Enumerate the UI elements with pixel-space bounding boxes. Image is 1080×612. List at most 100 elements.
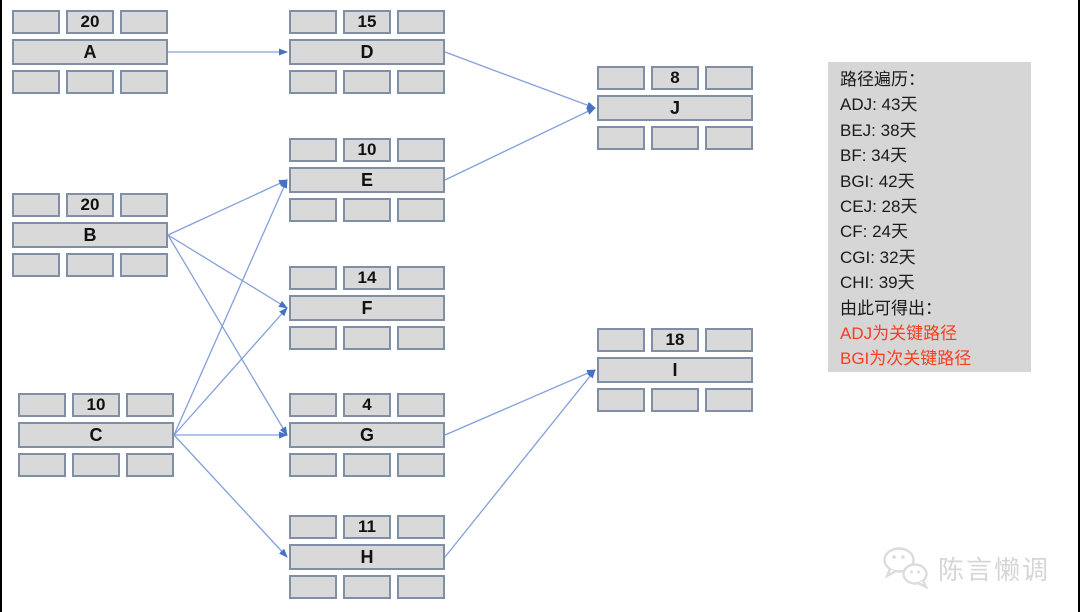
node-A-label: A bbox=[12, 39, 168, 65]
node-A-cell bbox=[12, 70, 60, 94]
node-B-cell bbox=[120, 193, 168, 217]
node-D-cell bbox=[397, 10, 445, 34]
node-B-duration: 20 bbox=[66, 193, 114, 217]
node-D-duration: 15 bbox=[343, 10, 391, 34]
node-J-cell bbox=[597, 66, 645, 90]
node-D-label: D bbox=[289, 39, 445, 65]
node-A-cell bbox=[12, 10, 60, 34]
node-D-top-row: 15 bbox=[289, 10, 445, 34]
node-C-cell bbox=[18, 393, 66, 417]
node-J-cell bbox=[705, 66, 753, 90]
node-H-label: H bbox=[289, 544, 445, 570]
node-H-cell bbox=[397, 515, 445, 539]
edge-E-J bbox=[444, 107, 596, 181]
node-H-cell bbox=[289, 515, 337, 539]
node-D-bottom-row bbox=[289, 70, 445, 94]
node-J-bottom-row bbox=[597, 126, 753, 150]
node-H-cell bbox=[397, 575, 445, 599]
watermark: 陈言懒调 bbox=[882, 546, 1050, 590]
edge-B-F bbox=[167, 234, 288, 309]
node-G-cell bbox=[289, 393, 337, 417]
node-D-cell bbox=[289, 10, 337, 34]
node-F-cell bbox=[343, 326, 391, 350]
panel-text-line: BEJ: 38天 bbox=[840, 120, 917, 140]
node-B-top-row: 20 bbox=[12, 193, 168, 217]
node-D-cell bbox=[397, 70, 445, 94]
edge-B-E bbox=[167, 179, 288, 236]
node-B-label: B bbox=[12, 222, 168, 248]
node-I-top-row: 18 bbox=[597, 328, 753, 352]
node-B-cell bbox=[12, 193, 60, 217]
node-E-cell bbox=[289, 138, 337, 162]
node-F-label: F bbox=[289, 295, 445, 321]
node-C-cell bbox=[126, 393, 174, 417]
node-I-cell bbox=[705, 388, 753, 412]
node-C-cell bbox=[18, 453, 66, 477]
screenshot-right-border bbox=[1078, 0, 1080, 612]
node-A-duration: 20 bbox=[66, 10, 114, 34]
node-C-bottom-row bbox=[18, 453, 174, 477]
node-E-bottom-row bbox=[289, 198, 445, 222]
panel-conclusion-line: BGI为次关键路径 bbox=[840, 349, 972, 369]
node-E-cell bbox=[397, 198, 445, 222]
node-J-top-row: 8 bbox=[597, 66, 753, 90]
node-G-cell bbox=[289, 453, 337, 477]
node-C-cell bbox=[72, 453, 120, 477]
node-I-label: I bbox=[597, 357, 753, 383]
node-E-cell bbox=[289, 198, 337, 222]
wechat-icon bbox=[883, 547, 929, 589]
node-F-duration: 14 bbox=[343, 266, 391, 290]
node-H-cell bbox=[289, 575, 337, 599]
node-J-cell bbox=[705, 126, 753, 150]
node-J-cell bbox=[597, 126, 645, 150]
node-J-duration: 8 bbox=[651, 66, 699, 90]
panel-text-line: ADJ: 43天 bbox=[840, 95, 918, 115]
node-G-cell bbox=[343, 453, 391, 477]
node-I-cell bbox=[651, 388, 699, 412]
node-E-top-row: 10 bbox=[289, 138, 445, 162]
edge-C-E bbox=[173, 179, 288, 436]
panel-text-line: BGI: 42天 bbox=[840, 171, 915, 191]
node-F-cell bbox=[289, 326, 337, 350]
node-G-top-row: 4 bbox=[289, 393, 445, 417]
node-F-cell bbox=[289, 266, 337, 290]
panel-text-line: BF: 34天 bbox=[840, 146, 908, 166]
node-I-cell bbox=[597, 388, 645, 412]
node-A-top-row: 20 bbox=[12, 10, 168, 34]
panel-text-line: CGI: 32天 bbox=[840, 247, 916, 267]
edge-B-G bbox=[167, 234, 288, 436]
node-G-cell bbox=[397, 393, 445, 417]
node-C-label: C bbox=[18, 422, 174, 448]
node-I-cell bbox=[705, 328, 753, 352]
node-D-cell bbox=[343, 70, 391, 94]
watermark-text: 陈言懒调 bbox=[938, 554, 1051, 585]
node-C-duration: 10 bbox=[72, 393, 120, 417]
node-G-duration: 4 bbox=[343, 393, 391, 417]
node-G-bottom-row bbox=[289, 453, 445, 477]
panel-text-line: 路径遍历： bbox=[840, 70, 925, 89]
node-A-bottom-row bbox=[12, 70, 168, 94]
node-H-cell bbox=[343, 575, 391, 599]
edge-D-J bbox=[444, 51, 596, 109]
node-E-label: E bbox=[289, 167, 445, 193]
edge-C-F bbox=[173, 307, 288, 436]
node-H-bottom-row bbox=[289, 575, 445, 599]
node-A-cell bbox=[66, 70, 114, 94]
panel-text-line: CF: 24天 bbox=[840, 222, 909, 242]
edge-C-H bbox=[173, 434, 288, 558]
panel-conclusion-line: ADJ为关键路径 bbox=[840, 324, 958, 344]
node-B-cell bbox=[12, 253, 60, 277]
node-F-cell bbox=[397, 326, 445, 350]
screenshot-left-border bbox=[0, 0, 2, 612]
node-F-cell bbox=[397, 266, 445, 290]
